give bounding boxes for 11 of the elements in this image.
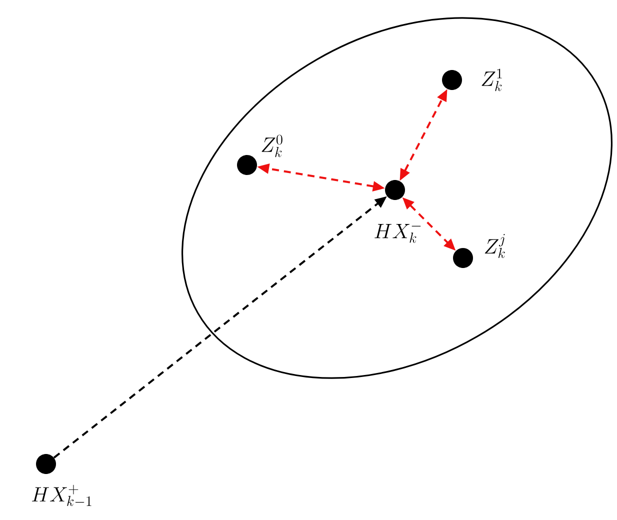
point-label: $HX_k^-$ bbox=[374, 224, 421, 243]
point-dot bbox=[453, 248, 473, 268]
point-dot bbox=[442, 70, 462, 90]
point-label: $Z_k^j$ bbox=[484, 234, 505, 258]
point-dot bbox=[36, 454, 56, 474]
point-label: $Z_k^0$ bbox=[262, 134, 282, 158]
point-label: $Z_k^1$ bbox=[482, 68, 502, 92]
point-dot bbox=[237, 155, 257, 175]
point-label: $HX_{k-1}^+$ bbox=[32, 484, 92, 506]
point-dot bbox=[385, 180, 405, 200]
ellipse-region bbox=[182, 17, 612, 379]
